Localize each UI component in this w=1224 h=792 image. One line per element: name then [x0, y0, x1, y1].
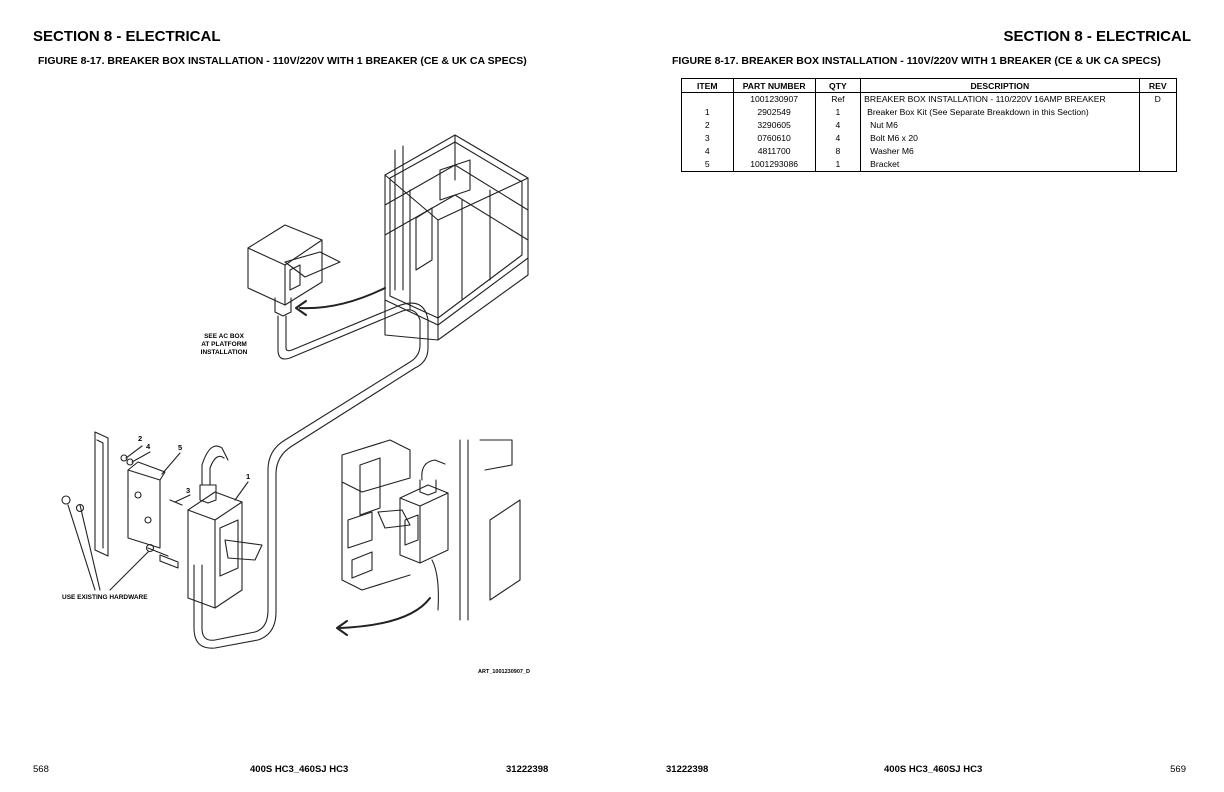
cell-item: 3	[681, 132, 734, 145]
cell-description: BREAKER BOX INSTALLATION - 110/220V 16AM…	[860, 92, 1140, 106]
figure-title-left: FIGURE 8-17. BREAKER BOX INSTALLATION - …	[38, 55, 527, 67]
column-header-item: ITEM	[681, 78, 734, 93]
column-header-rev: REV	[1138, 78, 1178, 93]
ac-box-label-line-3: INSTALLATION	[200, 349, 248, 356]
cell-description: Breaker Box Kit (See Separate Breakdown …	[860, 106, 1140, 119]
callout-5: 5	[178, 443, 183, 452]
breaker-box	[187, 445, 263, 609]
cell-item: 1	[681, 106, 734, 119]
cell-rev	[1138, 119, 1178, 132]
section-title-left: SECTION 8 - ELECTRICAL	[33, 28, 221, 45]
table-row: 4 4811700 8 Washer M6	[681, 145, 1178, 158]
page-number-left: 568	[33, 764, 49, 775]
model-left: 400S HC3_460SJ HC3	[250, 764, 349, 775]
doc-number-left: 31222398	[506, 764, 549, 775]
column-header-part-number: PART NUMBER	[732, 78, 816, 93]
cell-qty: 8	[814, 145, 862, 158]
cell-part-number: 0760610	[732, 132, 816, 145]
cell-rev	[1138, 106, 1178, 119]
cell-description: Nut M6	[860, 119, 1140, 132]
ac-box-label: SEE AC BOX AT PLATFORM INSTALLATION	[196, 333, 252, 357]
cell-rev	[1138, 132, 1178, 145]
column-header-qty: QTY	[814, 78, 862, 93]
cell-qty: Ref	[814, 92, 862, 106]
cell-qty: 1	[814, 106, 862, 119]
table-header-row: ITEM PART NUMBER QTY DESCRIPTION REV	[681, 78, 1178, 93]
table-row: 3 0760610 4 Bolt M6 x 20	[681, 132, 1178, 145]
ac-box-platform	[247, 224, 341, 317]
cell-qty: 4	[814, 119, 862, 132]
platform-basket	[384, 134, 529, 341]
page-number-right: 569	[1170, 764, 1186, 775]
parts-table: ITEM PART NUMBER QTY DESCRIPTION REV 100…	[681, 78, 1178, 172]
cell-description: Bolt M6 x 20	[860, 132, 1140, 145]
cell-item: 2	[681, 119, 734, 132]
figure-title-right: FIGURE 8-17. BREAKER BOX INSTALLATION - …	[672, 55, 1161, 67]
art-number-label: ART_1001230907_D	[478, 669, 530, 675]
callout-1: 1	[246, 472, 251, 481]
cell-rev	[1138, 145, 1178, 158]
cell-description: Bracket	[860, 158, 1140, 172]
cell-part-number: 1001230907	[732, 92, 816, 106]
cell-description: Washer M6	[860, 145, 1140, 158]
cell-item	[681, 92, 734, 106]
callout-2: 2	[138, 434, 143, 443]
table-row: 2 3290605 4 Nut M6	[681, 119, 1178, 132]
breaker-box-illustration	[61, 134, 529, 649]
table-row: 5 1001293086 1 Bracket	[681, 158, 1178, 172]
cable-run	[193, 302, 429, 649]
cell-part-number: 2902549	[732, 106, 816, 119]
cell-part-number: 4811700	[732, 145, 816, 158]
callout-3: 3	[186, 486, 191, 495]
cell-rev: D	[1138, 92, 1178, 106]
cell-item: 4	[681, 145, 734, 158]
cell-part-number: 1001293086	[732, 158, 816, 172]
cell-part-number: 3290605	[732, 119, 816, 132]
table-row: 1001230907 Ref BREAKER BOX INSTALLATION …	[681, 92, 1178, 106]
column-header-description: DESCRIPTION	[860, 78, 1140, 93]
cell-qty: 4	[814, 132, 862, 145]
ac-box-label-line-1: SEE AC BOX	[204, 333, 244, 340]
cell-item: 5	[681, 158, 734, 172]
installed-view	[341, 439, 521, 621]
doc-number-right: 31222398	[666, 764, 709, 775]
cell-qty: 1	[814, 158, 862, 172]
callout-4: 4	[146, 442, 151, 451]
bracket-assembly	[61, 431, 183, 591]
cell-rev	[1138, 158, 1178, 172]
ac-box-label-line-2: AT PLATFORM	[201, 341, 247, 348]
model-right: 400S HC3_460SJ HC3	[884, 764, 983, 775]
table-row: 1 2902549 1 Breaker Box Kit (See Separat…	[681, 106, 1178, 119]
existing-hardware-label: USE EXISTING HARDWARE	[62, 594, 148, 601]
section-title-right: SECTION 8 - ELECTRICAL	[1003, 28, 1191, 45]
